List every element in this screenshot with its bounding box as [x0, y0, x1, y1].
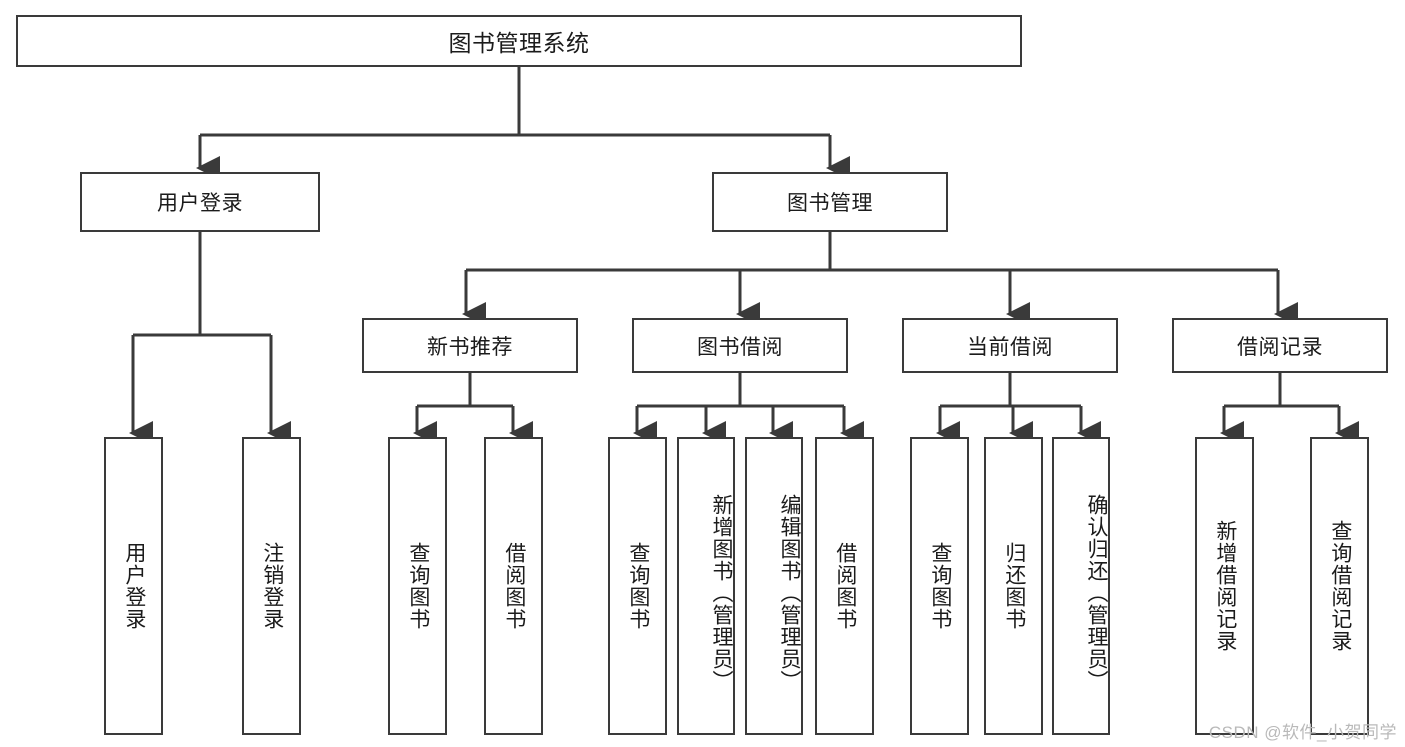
node-leaf-query-book-3[interactable]: 查询图书	[910, 437, 969, 735]
node-leaf-borrow-book-2[interactable]: 借阅图书	[815, 437, 874, 735]
node-label: 用户登录	[157, 192, 243, 215]
node-user-login[interactable]: 用户登录	[80, 172, 320, 232]
watermark-text: CSDN @软件_小贺同学	[1208, 723, 1397, 742]
node-label: 注销登录	[260, 542, 284, 630]
node-label: 当前借阅	[967, 335, 1053, 359]
node-label: 图书借阅	[697, 335, 783, 359]
node-label: 新书推荐	[427, 335, 513, 359]
node-leaf-return-book[interactable]: 归还图书	[984, 437, 1043, 735]
node-book-borrow[interactable]: 图书借阅	[632, 318, 848, 373]
node-leaf-query-book-1[interactable]: 查询图书	[388, 437, 447, 735]
node-book-management[interactable]: 图书管理	[712, 172, 948, 232]
node-label: 编辑图书（管理员）	[778, 494, 801, 692]
node-leaf-add-borrow-record[interactable]: 新增借阅记录	[1195, 437, 1254, 735]
node-label: 图书管理系统	[448, 30, 590, 56]
node-label: 查询图书	[928, 542, 952, 630]
node-label: 新增图书（管理员）	[710, 494, 733, 692]
node-leaf-logout-login[interactable]: 注销登录	[242, 437, 301, 735]
node-label: 用户登录	[122, 542, 146, 630]
node-label: 借阅图书	[502, 542, 526, 630]
node-label: 图书管理	[787, 192, 873, 215]
node-label: 确认归还（管理员）	[1085, 494, 1108, 692]
node-new-book-recommend[interactable]: 新书推荐	[362, 318, 578, 373]
node-label: 新增借阅记录	[1213, 520, 1237, 652]
node-leaf-add-book-admin[interactable]: 新增图书（管理员）	[677, 437, 735, 735]
node-borrow-record[interactable]: 借阅记录	[1172, 318, 1388, 373]
node-current-borrow[interactable]: 当前借阅	[902, 318, 1118, 373]
node-leaf-query-book-2[interactable]: 查询图书	[608, 437, 667, 735]
node-label: 查询借阅记录	[1328, 520, 1352, 652]
node-leaf-edit-book-admin[interactable]: 编辑图书（管理员）	[745, 437, 803, 735]
node-leaf-borrow-book-1[interactable]: 借阅图书	[484, 437, 543, 735]
node-label: 查询图书	[626, 542, 650, 630]
node-label: 归还图书	[1002, 542, 1026, 630]
node-label: 查询图书	[406, 542, 430, 630]
node-label: 借阅记录	[1237, 335, 1323, 359]
node-leaf-user-login[interactable]: 用户登录	[104, 437, 163, 735]
node-book-management-system[interactable]: 图书管理系统	[16, 15, 1022, 67]
node-leaf-query-borrow-record[interactable]: 查询借阅记录	[1310, 437, 1369, 735]
node-leaf-confirm-return-admin[interactable]: 确认归还（管理员）	[1052, 437, 1110, 735]
node-label: 借阅图书	[833, 542, 857, 630]
